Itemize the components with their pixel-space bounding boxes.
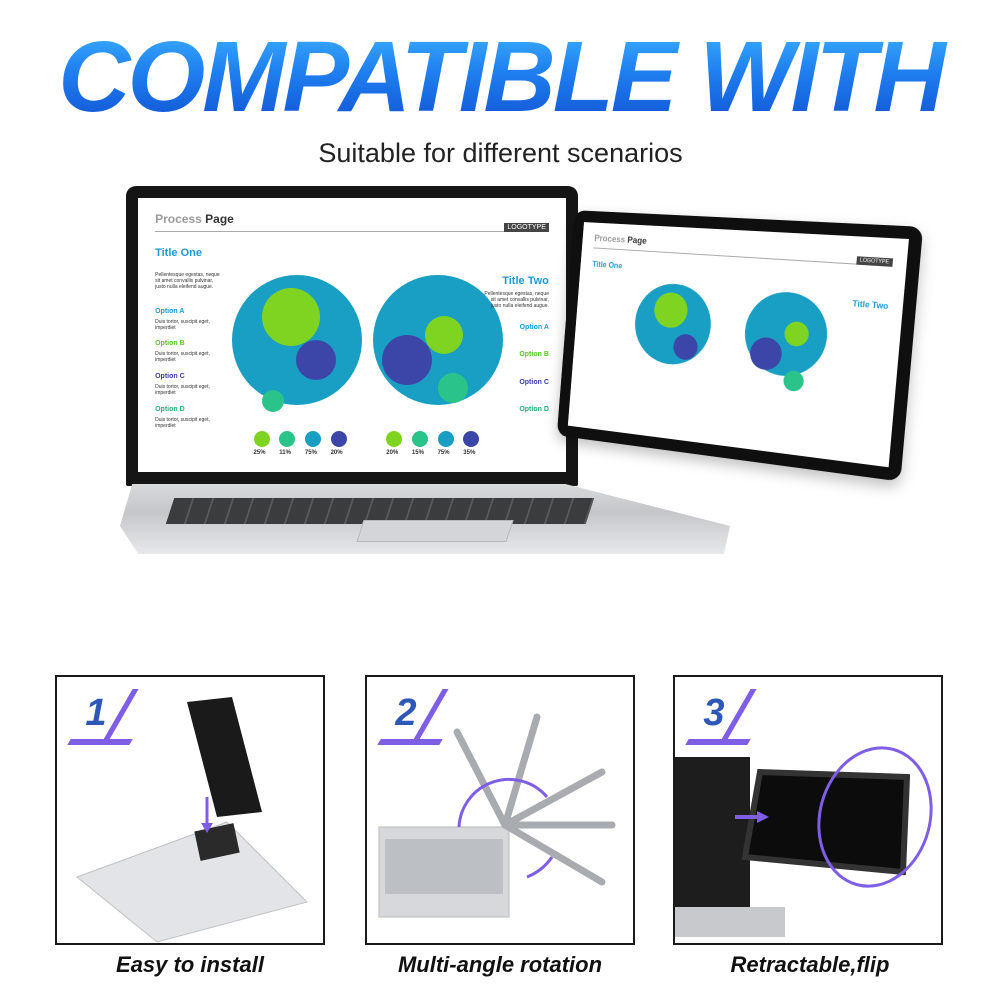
slide-title-bold: Page — [205, 211, 234, 226]
anchor-icon — [330, 430, 347, 447]
percent-right-4: 35% — [463, 450, 476, 457]
percent-right-1: 20% — [386, 450, 399, 457]
money-bag-icon — [279, 430, 296, 447]
slide-title: Process Page — [155, 212, 234, 226]
panel-easy-install: 1 — [55, 675, 325, 945]
subtitle: Suitable for different scenarios — [318, 138, 683, 168]
right-navy-circle — [381, 335, 432, 385]
percent-left-3: 75% — [304, 450, 317, 457]
caption-easy-install: Easy to install — [116, 952, 264, 977]
bulb-icon — [253, 430, 270, 447]
slide-small-logotype: LOGOTYPE — [856, 256, 893, 268]
panel-number: 3 — [703, 692, 725, 734]
panel-multi-angle: 2 — [365, 675, 635, 945]
option-c-right: Option C — [519, 378, 549, 386]
left-green-circle — [262, 288, 321, 347]
option-c-left: Option C — [155, 373, 185, 381]
small-right-mint-circle — [783, 369, 805, 393]
option-d-left: Option D — [155, 406, 185, 414]
option-c-left-text: Duis tortor, suscipit eget, imperdiet — [155, 384, 210, 397]
slide-title-two: Title Two — [502, 274, 549, 287]
caption-multi-angle: Multi-angle rotation — [397, 952, 603, 977]
option-a-right: Option A — [519, 324, 549, 332]
option-a-left: Option A — [155, 307, 185, 315]
option-b-left-text: Duis tortor, suscipit eget, imperdiet — [155, 351, 210, 364]
option-d-right: Option D — [519, 406, 549, 414]
slide-small-title-one: Title One — [591, 259, 623, 271]
slide-logotype: LOGOTYPE — [504, 222, 549, 232]
caption-retractable: Retractable,flip — [730, 952, 890, 977]
laptop-touchpad — [356, 520, 514, 542]
percent-right-2: 15% — [411, 450, 424, 457]
option-d-left-text: Duis tortor, suscipit eget, imperdiet — [155, 417, 210, 430]
laptop-lid: Process Page LOGOTYPE Title One Pellente… — [126, 186, 578, 486]
pen-icon — [463, 430, 480, 447]
slide-small-title-bold: Page — [627, 234, 648, 246]
right-green-circle — [424, 315, 463, 354]
portable-monitor: Process Page LOGOTYPE Title One Title Tw… — [556, 210, 924, 482]
percent-left-4: 20% — [330, 450, 343, 457]
percent-left-1: 25% — [253, 450, 266, 457]
rotation-illustration — [378, 713, 616, 918]
slide-title-one: Title One — [155, 247, 202, 260]
flip-illustration — [675, 746, 933, 937]
monitor-screen: Process Page LOGOTYPE Title One Title Tw… — [567, 222, 909, 468]
clock-icon — [386, 430, 403, 447]
option-a-left-text: Duis tortor, suscipit eget, imperdiet — [155, 318, 210, 331]
magnifier-icon — [437, 430, 454, 447]
slide-large: Process Page LOGOTYPE Title One Pellente… — [138, 198, 566, 472]
slide-small-title-two: Title Two — [852, 299, 889, 312]
slide-small-rule — [593, 247, 864, 265]
left-navy-circle — [296, 340, 337, 381]
option-b-right: Option B — [519, 351, 549, 359]
slide-body-left: Pellentesque egestas, neque sit amet con… — [155, 271, 220, 290]
panel-number: 2 — [395, 692, 417, 734]
option-b-left: Option B — [155, 340, 185, 348]
slide-rule — [155, 230, 515, 232]
install-illustration — [76, 697, 308, 943]
percent-left-2: 11% — [279, 450, 291, 457]
slide-small-title-light: Process — [594, 232, 626, 245]
right-mint-circle — [437, 373, 468, 404]
slide-body-right: Pellentesque egestas, neque sit amet con… — [484, 291, 549, 310]
headline: COMPATIBLE WITH — [0, 22, 1001, 132]
panel-number: 1 — [85, 692, 107, 734]
flask-icon — [411, 430, 428, 447]
slide-small-title: Process Page — [594, 233, 647, 246]
laptop-illustration: Process Page LOGOTYPE Title One Pellente… — [120, 186, 740, 566]
left-mint-circle — [262, 389, 285, 412]
slide-title-light: Process — [155, 211, 202, 226]
percent-right-3: 75% — [437, 450, 450, 457]
laptop-screen: Process Page LOGOTYPE Title One Pellente… — [138, 198, 566, 472]
calendar-icon — [304, 430, 321, 447]
panel-retractable: 3 — [673, 675, 943, 945]
slide-small: Process Page LOGOTYPE Title One Title Tw… — [568, 222, 909, 467]
